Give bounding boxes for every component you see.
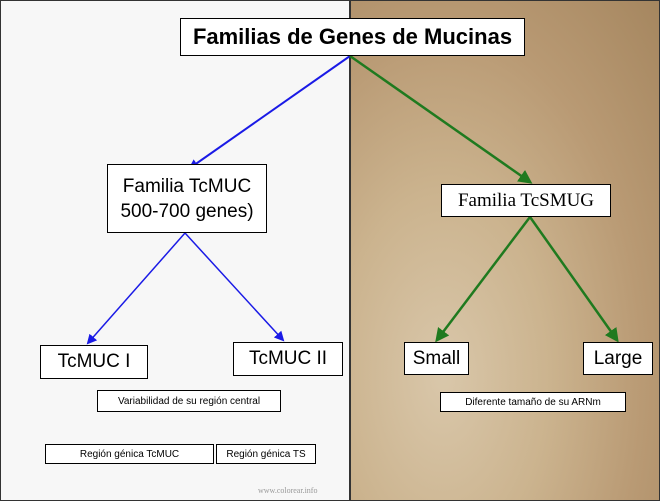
watermark: www.colorear.info	[258, 486, 318, 495]
main-title-box: Familias de Genes de Mucinas	[180, 18, 525, 56]
tcsmug-family-name: Familia TcSMUG	[457, 189, 595, 211]
tcmuc-family-name: Familia TcMUC	[122, 175, 252, 197]
tcmuc-i-box: TcMUC I	[40, 345, 148, 379]
tcmuc-variability-note: Variabilidad de su región central	[97, 390, 281, 412]
arrow-tcmuc-to-tcmuc2	[184, 232, 285, 342]
tcmuc-ii-label: TcMUC II	[248, 348, 328, 369]
tcsmug-size-note: Diferente tamaño de su ARNm	[440, 392, 626, 412]
small-box: Small	[404, 342, 469, 375]
region-tcmuc-text: Región génica TcMUC	[79, 448, 180, 460]
arrow-title-to-tcsmug	[349, 54, 533, 184]
region-ts-note: Región génica TS	[216, 444, 316, 464]
arrow-tcsmug-to-large	[528, 216, 619, 343]
tcsmug-size-text: Diferente tamaño de su ARNm	[465, 396, 601, 408]
region-tcmuc-note: Región génica TcMUC	[45, 444, 214, 464]
arrow-tcmuc-to-tcmuc1	[86, 232, 186, 345]
tcmuc-family-box: Familia TcMUC 500-700 genes)	[107, 164, 267, 233]
main-title: Familias de Genes de Mucinas	[192, 24, 513, 49]
tcmuc-i-label: TcMUC I	[57, 351, 131, 372]
small-label: Small	[412, 347, 461, 369]
large-label: Large	[593, 347, 643, 369]
region-ts-text: Región génica TS	[226, 448, 306, 460]
panel-divider	[349, 0, 351, 501]
left-cartoon-background	[0, 0, 350, 501]
tcsmug-family-box: Familia TcSMUG	[441, 184, 611, 217]
arrow-title-to-tcmuc	[188, 55, 351, 170]
large-box: Large	[583, 342, 653, 375]
tcmuc-ii-box: TcMUC II	[233, 342, 343, 376]
tcmuc-family-count: 500-700 genes)	[120, 200, 254, 222]
arrow-tcsmug-to-small	[435, 216, 531, 343]
tcmuc-variability-text: Variabilidad de su región central	[117, 395, 261, 407]
